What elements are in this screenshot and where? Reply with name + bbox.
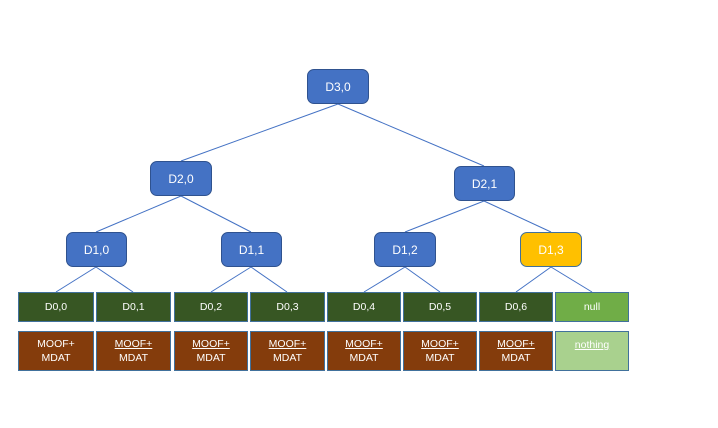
moof-mdat-box-3: MOOF+ MDAT — [250, 331, 325, 371]
leaf-label: D0,0 — [44, 301, 68, 313]
box-line1: MOOF+ — [268, 337, 307, 350]
edge-d21-d13 — [483, 200, 552, 233]
node-label: D2,1 — [471, 176, 498, 191]
leaf-d0-2: D0,2 — [174, 292, 248, 322]
edge-d13-null — [550, 266, 593, 293]
box-line2: MDAT — [501, 352, 531, 364]
edge-d10-d00 — [55, 266, 97, 293]
edge-d12-d05 — [404, 266, 441, 293]
node-label: D1,3 — [538, 242, 564, 257]
leaf-label: D0,2 — [199, 301, 223, 313]
tree-node-d2-0: D2,0 — [150, 161, 212, 196]
box-line1: MOOF+ — [37, 337, 75, 350]
edge-d13-d06 — [515, 266, 552, 293]
box-line2: MDAT — [41, 352, 71, 364]
box-line2: MDAT — [196, 352, 226, 364]
moof-mdat-box-0: MOOF+ MDAT — [18, 331, 94, 371]
leaf-label: D0,6 — [504, 301, 528, 313]
leaf-label: D0,4 — [352, 301, 376, 313]
edge-d20-d11 — [180, 195, 252, 233]
box-line1: MOOF+ — [421, 337, 459, 350]
node-label: D3,0 — [325, 79, 351, 94]
box-line2: MDAT — [425, 352, 455, 364]
moof-mdat-box-1: MOOF+ MDAT — [96, 331, 171, 371]
tree-node-d1-1: D1,1 — [221, 232, 282, 267]
leaf-d0-3: D0,3 — [250, 292, 325, 322]
tree-node-d1-2: D1,2 — [374, 232, 436, 267]
node-label: D2,0 — [168, 171, 194, 186]
leaf-label: null — [583, 301, 601, 313]
moof-mdat-box-4: MOOF+ MDAT — [327, 331, 401, 371]
box-line1: MOOF+ — [192, 337, 230, 350]
leaf-label: D0,1 — [122, 301, 145, 313]
moof-mdat-box-6: MOOF+ MDAT — [479, 331, 553, 371]
leaf-d0-4: D0,4 — [327, 292, 401, 322]
leaf-d0-1: D0,1 — [96, 292, 171, 322]
tree-node-d3-0: D3,0 — [307, 69, 369, 104]
leaf-d0-6: D0,6 — [479, 292, 553, 322]
edge-d10-d01 — [95, 266, 134, 293]
box-line1: MOOF+ — [114, 337, 153, 350]
tree-node-d1-0: D1,0 — [66, 232, 127, 267]
moof-mdat-box-2: MOOF+ MDAT — [174, 331, 248, 371]
leaf-label: D0,3 — [276, 301, 299, 313]
node-label: D1,0 — [83, 242, 110, 257]
node-label: D1,1 — [238, 242, 265, 257]
box-line2: MDAT — [119, 352, 148, 364]
box-line2: MDAT — [273, 352, 302, 364]
edge-d21-d12 — [404, 200, 485, 233]
leaf-d0-0: D0,0 — [18, 292, 94, 322]
leaf-label: D0,5 — [428, 301, 452, 313]
edge-d30-d20 — [180, 103, 339, 162]
edge-d11-d03 — [250, 266, 288, 293]
box-line1: nothing — [574, 339, 610, 351]
node-label: D1,2 — [392, 242, 418, 257]
box-line1: MOOF+ — [345, 337, 383, 350]
nothing-box: nothing — [555, 331, 629, 371]
edge-d11-d02 — [210, 266, 252, 293]
leaf-null: null — [555, 292, 629, 322]
moof-mdat-box-5: MOOF+ MDAT — [403, 331, 477, 371]
box-line1: MOOF+ — [497, 337, 535, 350]
tree-node-d1-3: D1,3 — [520, 232, 582, 267]
box-line2: MDAT — [349, 352, 379, 364]
edge-d20-d10 — [95, 195, 182, 233]
leaf-d0-5: D0,5 — [403, 292, 477, 322]
edge-d30-d21 — [337, 103, 485, 167]
edge-d12-d04 — [363, 266, 406, 293]
tree-node-d2-1: D2,1 — [454, 166, 515, 201]
